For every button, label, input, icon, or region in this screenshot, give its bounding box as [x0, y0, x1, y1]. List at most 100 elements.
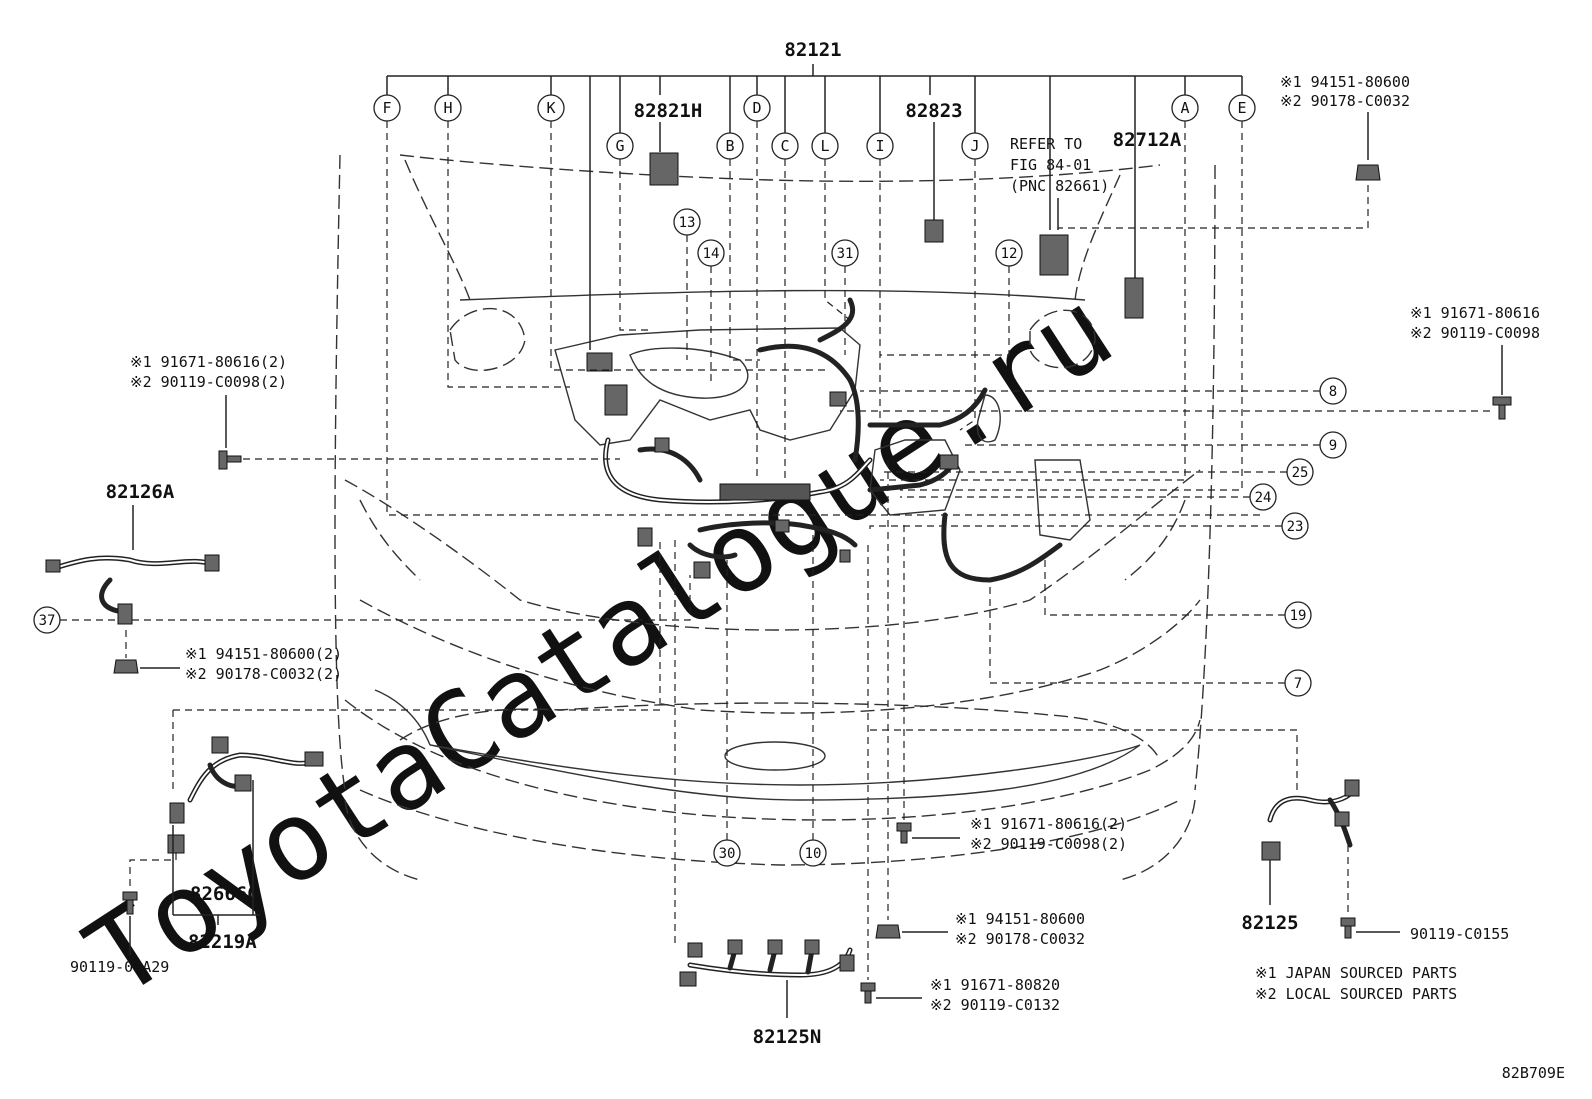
engine-harness: [554, 297, 1091, 583]
number-callouts: 13 14 31 12 8 9 25 24 23 19 7 37 30 10: [33, 208, 1347, 867]
part-82121-label: 82121: [784, 39, 841, 61]
main-harness-bracket: 82121: [386, 39, 1243, 350]
refer-note-line3: (PNC 82661): [1010, 177, 1109, 195]
svg-text:31: 31: [837, 246, 854, 262]
center-bolt-note-2: ※2 90119-C0098(2): [970, 835, 1127, 853]
right-bolt-group: ※1 91671-80616 ※2 90119-C0098: [840, 304, 1540, 420]
clip-icon: [113, 659, 139, 674]
svg-text:K: K: [546, 99, 555, 117]
clip-icon: [1355, 164, 1381, 181]
left-clip-note-1: ※1 94151-80600(2): [185, 645, 342, 663]
center-bolt-note-1: ※1 91671-80616(2): [970, 815, 1127, 833]
svg-text:L: L: [820, 137, 829, 155]
left-bolt-note-1: ※1 91671-80616(2): [130, 353, 287, 371]
callout-A: A: [1171, 94, 1199, 122]
part-82126A: 82126A: [45, 481, 220, 625]
callout-L: L: [811, 132, 839, 160]
svg-text:13: 13: [679, 215, 696, 231]
callout-14: 14: [697, 239, 725, 267]
svg-text:A: A: [1180, 99, 1189, 117]
bolt-icon: [860, 982, 876, 992]
svg-text:12: 12: [1001, 246, 1018, 262]
svg-text:J: J: [970, 137, 979, 155]
callout-19: 19: [1284, 601, 1312, 629]
callout-K: K: [537, 94, 565, 122]
callout-31: 31: [831, 239, 859, 267]
bolt-icon: [1492, 396, 1512, 406]
svg-text:F: F: [382, 99, 391, 117]
svg-text:37: 37: [39, 613, 56, 629]
callout-37: 37: [33, 606, 61, 634]
callout-I: I: [866, 132, 894, 160]
part-82125N-label: 82125N: [753, 1026, 822, 1048]
svg-text:23: 23: [1287, 519, 1304, 535]
callout-8: 8: [1319, 377, 1347, 405]
part-82712A-label: 82712A: [1113, 129, 1182, 151]
left-clip-note-2: ※2 90178-C0032(2): [185, 665, 342, 683]
callout-F: F: [373, 94, 401, 122]
callout-B: B: [716, 132, 744, 160]
bolt-icon: [218, 450, 228, 470]
left-bolt-group: ※1 91671-80616(2) ※2 90119-C0098(2): [130, 353, 620, 470]
svg-text:30: 30: [719, 846, 736, 862]
part-82666G-icon: [167, 834, 185, 854]
legend-line-2: ※2 LOCAL SOURCED PARTS: [1255, 985, 1457, 1003]
part-82821H-icon: [649, 152, 679, 186]
part-82821H-label: 82821H: [634, 100, 703, 122]
callout-23: 23: [1281, 512, 1309, 540]
svg-text:B: B: [725, 137, 734, 155]
refer-note-line2: FIG 84-01: [1010, 156, 1091, 174]
part-82823-label: 82823: [905, 100, 962, 122]
callout-E: E: [1228, 94, 1256, 122]
left-bolt-note-2: ※2 90119-C0098(2): [130, 373, 287, 391]
vehicle-outline: [334, 154, 1216, 881]
callout-G: G: [606, 132, 634, 160]
svg-text:24: 24: [1255, 490, 1272, 506]
svg-text:C: C: [780, 137, 789, 155]
callout-C: C: [771, 132, 799, 160]
callout-24: 24: [1249, 483, 1277, 511]
right-bolt-note-2: ※2 90119-C0098: [1410, 324, 1540, 342]
svg-text:25: 25: [1292, 465, 1309, 481]
callout-D: D: [743, 94, 771, 122]
top-right-clip-note-1: ※1 94151-80600: [1280, 73, 1410, 91]
callout-10: 10: [799, 839, 827, 867]
center-clip-group: ※1 94151-80600 ※2 90178-C0032: [875, 460, 1085, 948]
svg-text:10: 10: [805, 846, 822, 862]
svg-text:82126A: 82126A: [106, 481, 175, 503]
svg-text:19: 19: [1290, 608, 1307, 624]
svg-text:E: E: [1237, 99, 1246, 117]
callout-12: 12: [995, 239, 1023, 267]
bolt-icon: [1340, 917, 1356, 927]
bolt-icon: [122, 891, 138, 901]
top-right-clip-note-2: ※2 90178-C0032: [1280, 92, 1410, 110]
part-82125-label: 82125: [1241, 912, 1298, 934]
callout-H: H: [434, 94, 462, 122]
legend: ※1 JAPAN SOURCED PARTS ※2 LOCAL SOURCED …: [1255, 964, 1457, 1003]
lower-bolt-note-2: ※2 90119-C0132: [930, 996, 1060, 1014]
callout-7: 7: [1284, 669, 1312, 697]
part-82219A-label: 82219A: [188, 931, 257, 953]
clip-icon: [875, 924, 901, 939]
svg-text:D: D: [752, 99, 761, 117]
center-clip-note-2: ※2 90178-C0032: [955, 930, 1085, 948]
part-82666G-label: 82666G: [190, 883, 259, 905]
part-82661-icon: [1039, 234, 1069, 276]
bolt-82666G-note: 90119-06A29: [70, 958, 169, 976]
bolt-82125-note: 90119-C0155: [1410, 925, 1509, 943]
refer-note-line1: REFER TO: [1010, 135, 1082, 153]
svg-text:8: 8: [1329, 384, 1337, 400]
part-82712A-icon: [1124, 277, 1144, 319]
callout-13: 13: [673, 208, 701, 236]
callout-9: 9: [1319, 431, 1347, 459]
letter-leaders: [386, 121, 1260, 516]
figure-code: 82B709E: [1502, 1064, 1565, 1082]
svg-text:14: 14: [703, 246, 720, 262]
callout-30: 30: [713, 839, 741, 867]
lower-bolt-note-1: ※1 91671-80820: [930, 976, 1060, 994]
callout-25: 25: [1286, 458, 1314, 486]
svg-text:7: 7: [1294, 676, 1302, 692]
svg-text:H: H: [443, 99, 452, 117]
svg-text:I: I: [875, 137, 884, 155]
